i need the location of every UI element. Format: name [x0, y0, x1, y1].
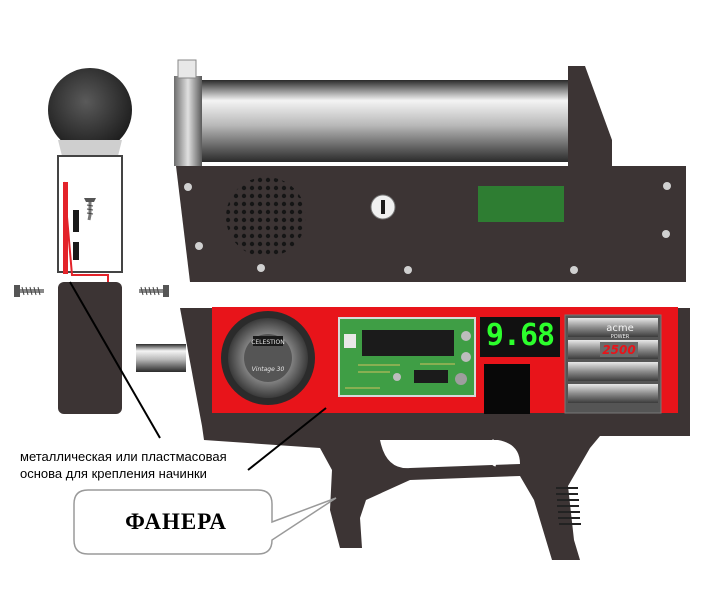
display-value: 9.68 [485, 318, 555, 353]
barrel [136, 344, 186, 372]
leader-line-1 [69, 281, 161, 439]
battery-pack: acme POWER 2500 [564, 314, 662, 414]
keyhole-icon [370, 194, 396, 220]
trigger [490, 439, 499, 467]
trigger-guard [380, 440, 520, 469]
digital-display [480, 317, 560, 357]
speaker-model: Vintage 30 [252, 366, 285, 373]
side-lower-body [58, 282, 122, 414]
screw-left-icon [14, 285, 44, 297]
battery-subtitle: POWER [611, 334, 630, 340]
side-inner-plate [63, 182, 68, 274]
speaker-grill [226, 177, 306, 257]
side-sphere-base [58, 140, 122, 156]
top-rear-block [568, 66, 612, 166]
side-sphere [48, 68, 132, 152]
circuit-board [338, 317, 476, 397]
body-view: CELESTION Vintage 30 acme POWER [136, 307, 690, 560]
plywood-label: ФАНЕРА [125, 509, 227, 534]
caption-text: металлическая или пластмасовая основа дл… [20, 448, 260, 482]
black-module [484, 364, 530, 414]
mounting-dots [184, 182, 671, 274]
top-cylinder-knob [177, 59, 197, 79]
battery-capacity: 2500 [602, 343, 635, 357]
top-view [174, 59, 686, 282]
side-component-1 [73, 210, 79, 232]
battery-brand: acme [606, 323, 634, 334]
speaker-icon: CELESTION Vintage 30 [221, 311, 315, 405]
leader-line-2 [247, 407, 327, 471]
caption-line-1: металлическая или пластмасовая [20, 449, 227, 464]
grip-texture [556, 487, 581, 525]
handle [202, 426, 690, 560]
speaker-brand: CELESTION [251, 339, 285, 346]
screw-right-icon [139, 285, 169, 297]
top-cylinder-cap [174, 76, 202, 166]
screw-icon [84, 198, 96, 221]
caption-line-2: основа для крепления начинки [20, 466, 207, 481]
top-cylinder [178, 80, 570, 162]
plywood-bubble [73, 489, 337, 555]
lcd-window [478, 186, 564, 222]
side-component-2 [73, 242, 79, 260]
side-view [14, 68, 169, 414]
callouts [69, 281, 337, 555]
